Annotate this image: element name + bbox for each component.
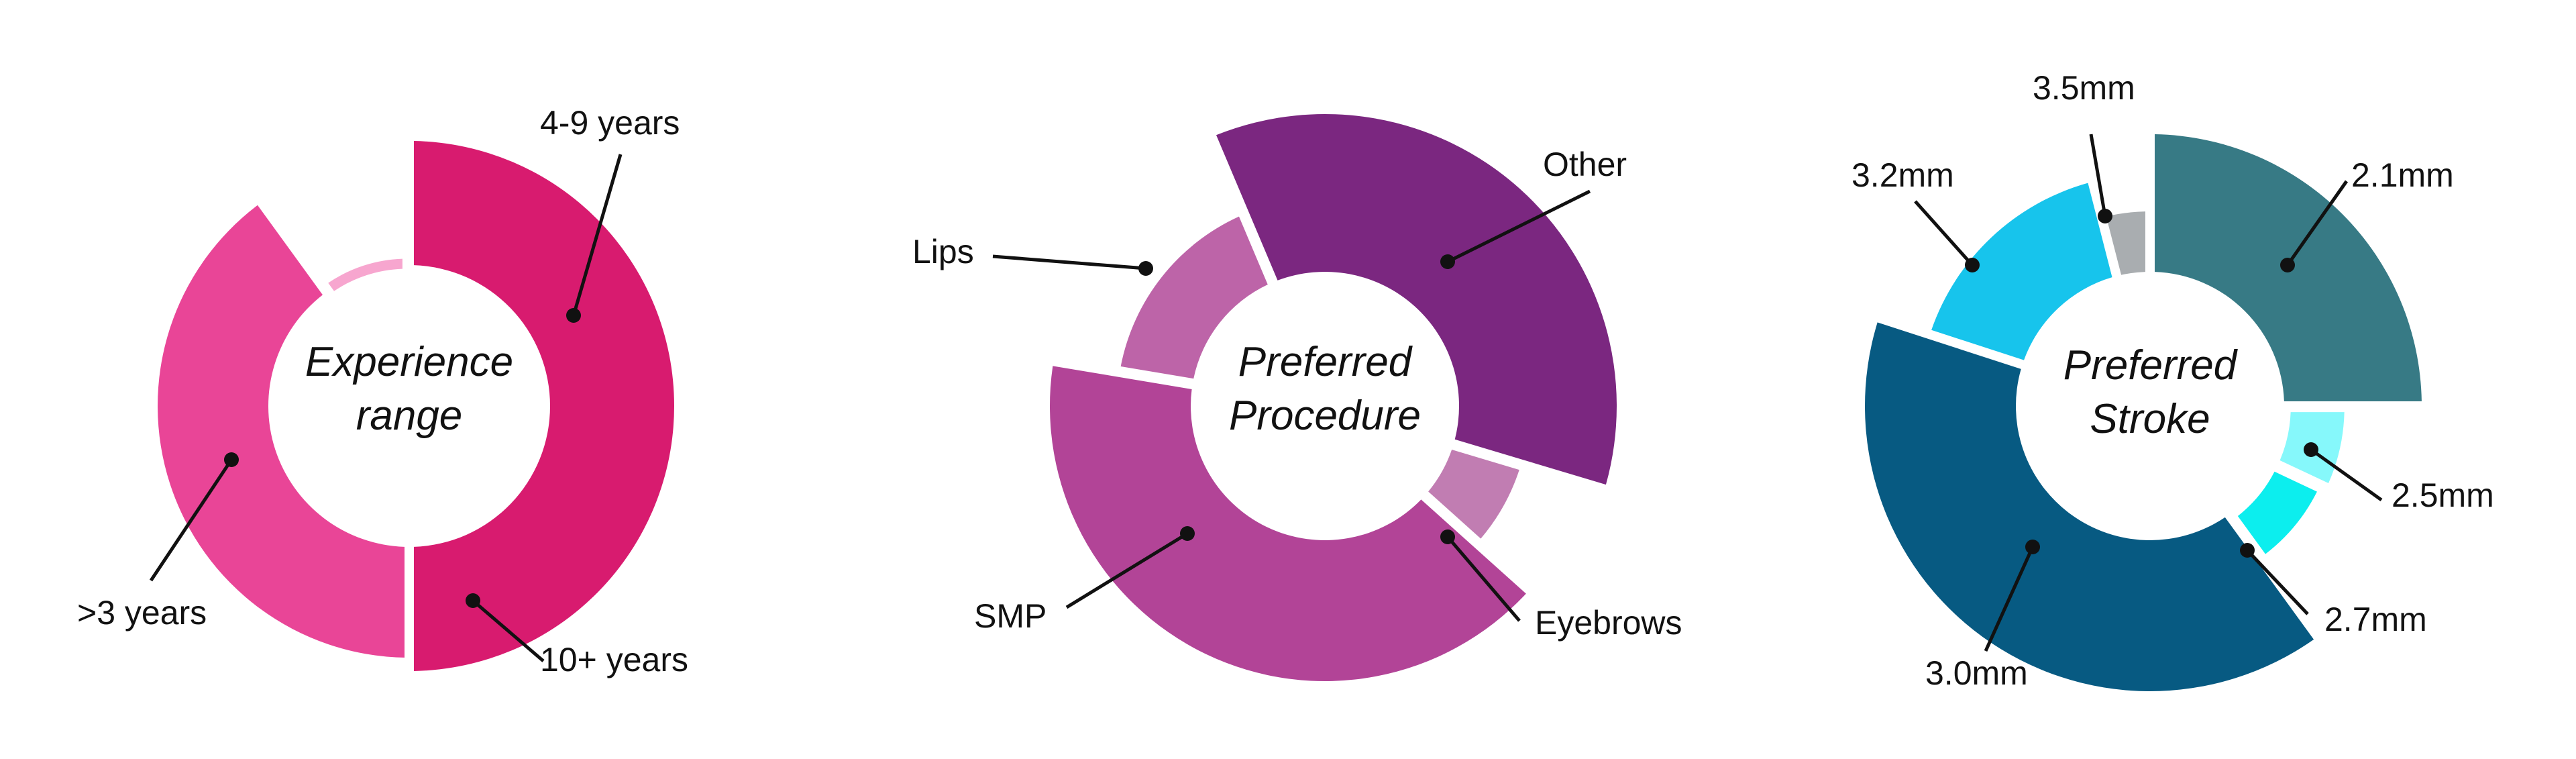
slice-label: 3.0mm: [1925, 654, 2028, 692]
slice-10-years: [328, 258, 402, 291]
slice-2-7mm: [2237, 471, 2317, 554]
leader-dot: [1440, 254, 1455, 269]
slice-label: 10+ years: [540, 641, 688, 678]
slice-label: 2.5mm: [2392, 476, 2494, 514]
center-title-line: Preferred: [2063, 342, 2239, 389]
slice-label: Eyebrows: [1535, 604, 1682, 642]
slice-4-9-years: [157, 205, 405, 658]
slice-label: Other: [1543, 146, 1627, 183]
leader-dot: [1440, 529, 1455, 544]
leader-dot: [2240, 543, 2255, 558]
slice-label: >3 years: [77, 594, 207, 631]
slice-label: SMP: [974, 597, 1046, 635]
slice-label: 4-9 years: [540, 104, 680, 142]
leader-line: [992, 254, 1146, 270]
slice-3-2mm: [1931, 183, 2112, 360]
leader-dot: [566, 308, 581, 323]
slice--3-years: [413, 141, 675, 671]
center-title-line: Procedure: [1229, 393, 1421, 439]
leader-dot: [224, 452, 239, 467]
leader-line: [2286, 180, 2349, 266]
leader-line: [2089, 134, 2107, 217]
center-title-line: Stroke: [2090, 396, 2210, 442]
leader-line: [472, 599, 545, 662]
leader-dot: [2025, 540, 2040, 554]
leader-dot: [2280, 258, 2295, 272]
leader-line: [1446, 189, 1591, 264]
slice-3-0mm: [1865, 322, 2314, 692]
donut-chart-3: 2.1mm 2.5mm 2.7mm 3.0mm 3.2mm 3.5mmPreferredS…: [1851, 69, 2494, 692]
leader-dot: [1180, 526, 1195, 541]
leader-dot: [2304, 442, 2318, 457]
slice-label: 2.1mm: [2351, 156, 2454, 194]
slice-lips: [1216, 114, 1617, 485]
leader-line: [572, 154, 623, 316]
leader-line: [2310, 448, 2383, 502]
leader-line: [1914, 200, 1974, 266]
slice-other: [1428, 450, 1519, 539]
center-title-line: Preferred: [1238, 339, 1413, 385]
leader-line: [2246, 549, 2309, 615]
leader-dot: [1965, 258, 1980, 272]
leader-dot: [1138, 261, 1153, 276]
center-title-line: range: [356, 393, 463, 439]
leader-line: [1984, 546, 2035, 652]
slice-label: 3.2mm: [1851, 156, 1954, 194]
leader-dot: [2098, 209, 2112, 223]
slice-label: 3.5mm: [2033, 69, 2135, 107]
slice-label: Lips: [912, 233, 974, 270]
slice-smp: [1120, 216, 1268, 379]
slice-label: 2.7mm: [2324, 601, 2427, 638]
donut-chart-1: >3 years 4-9 years 10+ years Experience rang…: [77, 104, 688, 678]
leader-line: [1446, 536, 1521, 622]
slice-3-5mm: [2106, 211, 2146, 275]
leader-dot: [466, 593, 480, 608]
slice-eyebrows: [1050, 366, 1526, 681]
leader-line: [1065, 532, 1189, 609]
leader-line: [149, 458, 233, 582]
center-title-line: Experience: [305, 339, 513, 385]
